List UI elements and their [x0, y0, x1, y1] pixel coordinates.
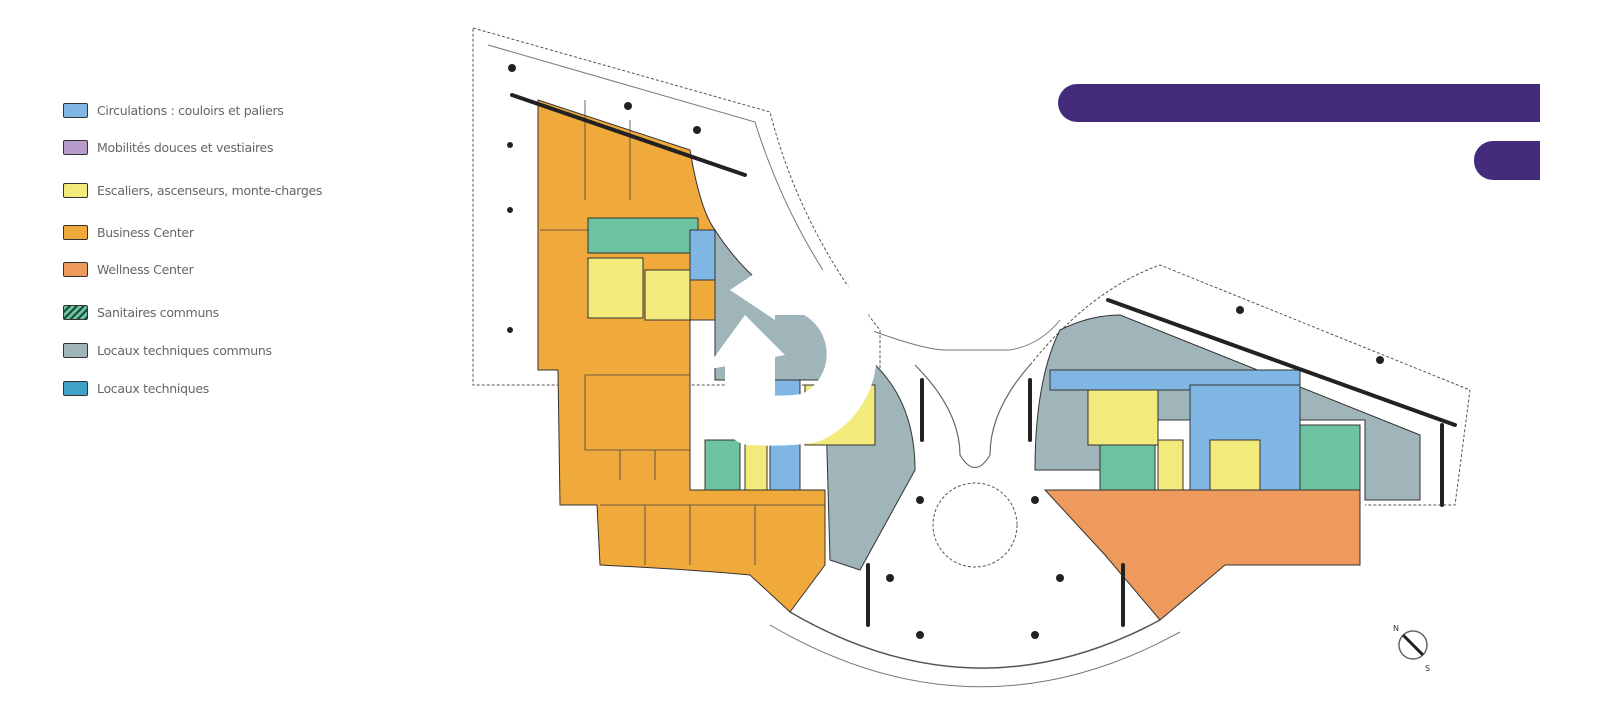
compass-south: S	[1425, 664, 1430, 673]
legend-swatch	[63, 103, 88, 118]
legend-item: Locaux techniques communs	[63, 343, 272, 358]
legend-label: Wellness Center	[97, 262, 194, 277]
sanitary-area	[704, 439, 741, 491]
legend-swatch	[63, 305, 88, 320]
legend-label: Mobilités douces et vestiaires	[97, 140, 274, 155]
replay-icon	[705, 260, 877, 446]
legend-swatch	[63, 140, 88, 155]
legend-swatch	[63, 262, 88, 277]
legend-label: Locaux techniques	[97, 381, 209, 396]
legend-item: Business Center	[63, 225, 194, 240]
right-wing-outline	[1029, 264, 1471, 506]
sanitary-area	[1099, 444, 1156, 491]
title-banner	[1058, 84, 1540, 122]
circulation-area	[689, 229, 716, 281]
legend-swatch	[63, 225, 88, 240]
compass-icon: N S	[1393, 624, 1430, 673]
legend-item: Wellness Center	[63, 262, 194, 277]
legend-swatch	[63, 343, 88, 358]
atrium-arc-outer	[769, 624, 1181, 688]
legend-swatch	[63, 381, 88, 396]
stairs-area	[587, 257, 644, 319]
legend-item: Locaux techniques	[63, 381, 209, 396]
legend-label: Sanitaires communs	[97, 305, 219, 320]
atrium-circle	[932, 482, 1018, 568]
legend-item: Circulations : couloirs et paliers	[63, 103, 284, 118]
legend-item: Sanitaires communs	[63, 305, 219, 320]
atrium-arc	[789, 611, 1161, 669]
left-wing-outline	[472, 27, 881, 386]
elevator-area	[1157, 439, 1184, 491]
legend-item: Escaliers, ascenseurs, monte-charges	[63, 183, 322, 198]
compass-north: N	[1393, 624, 1399, 633]
sanitary-area	[1299, 424, 1361, 501]
legend-label: Circulations : couloirs et paliers	[97, 103, 284, 118]
subtitle-banner	[1474, 141, 1540, 180]
stairs-area	[1087, 389, 1159, 446]
legend-label: Escaliers, ascenseurs, monte-charges	[97, 183, 323, 198]
legend-label: Locaux techniques communs	[97, 343, 272, 358]
center-courtyard	[914, 364, 1031, 469]
wellness-center-area	[1043, 489, 1361, 621]
replay-button[interactable]	[690, 260, 880, 450]
legend-item: Mobilités douces et vestiaires	[63, 140, 273, 155]
legend-swatch	[63, 183, 88, 198]
sanitary-area	[587, 217, 699, 254]
elevator-area	[1209, 439, 1261, 491]
center-link	[869, 319, 1061, 351]
legend-label: Business Center	[97, 225, 194, 240]
elevator-area	[644, 269, 691, 321]
